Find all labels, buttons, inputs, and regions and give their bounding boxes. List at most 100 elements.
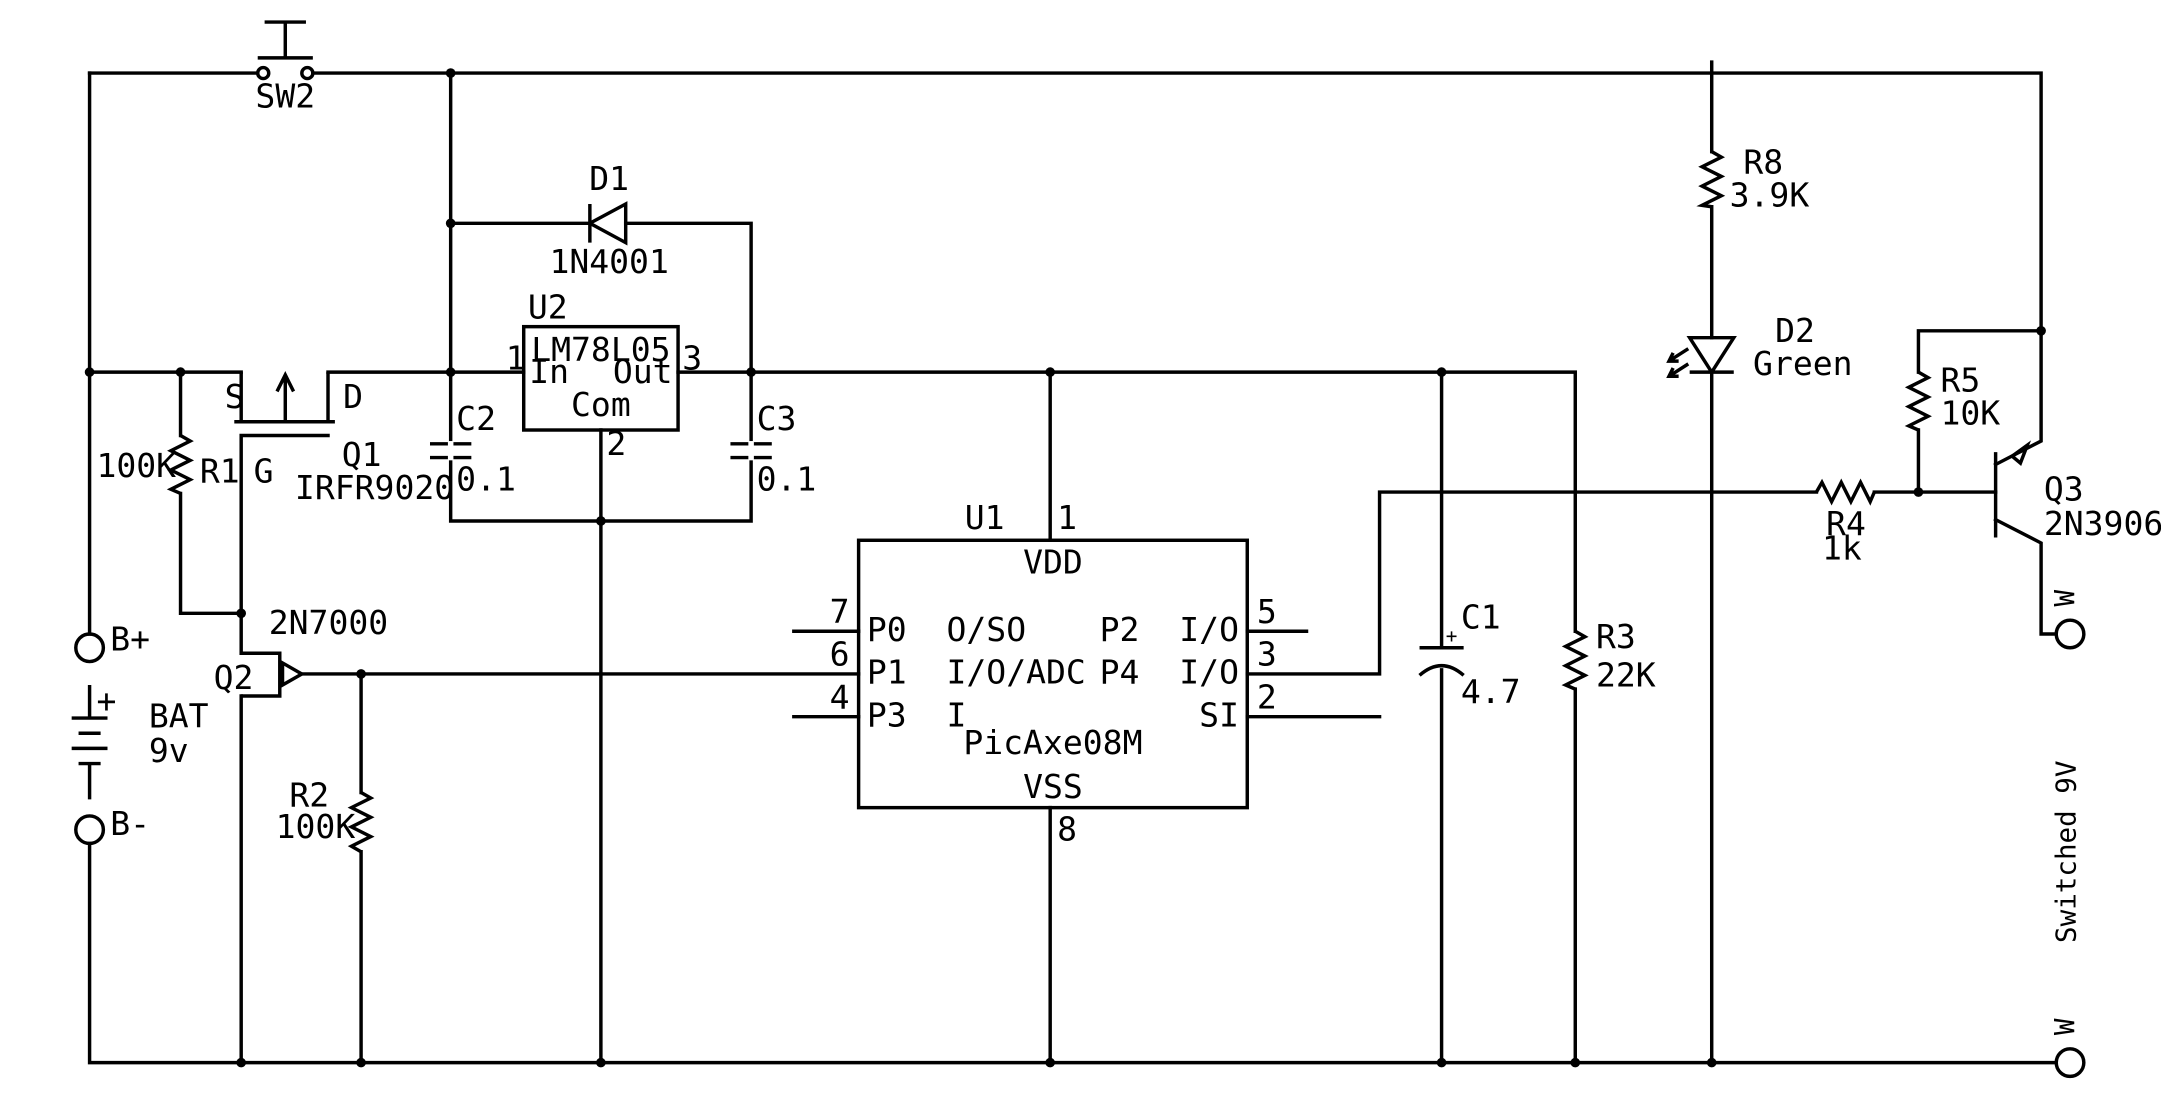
u1-part: PicAxe08M (963, 723, 1142, 762)
u2-body (521, 324, 680, 432)
u1-pin1: 1 (1057, 498, 1077, 537)
bminus-label: B- (110, 804, 150, 843)
r8-ref: R8 (1743, 143, 1783, 182)
q3-ref: Q3 (2044, 469, 2084, 508)
r5-ref: R5 (1940, 360, 1980, 399)
junction-dot (356, 669, 366, 679)
wire-vout (676, 370, 1577, 1065)
battery-cells (71, 684, 108, 800)
q1-d-label: D (343, 377, 363, 416)
junction-dots (84, 68, 2046, 1068)
q2-gate (280, 659, 306, 688)
d2-ref: D2 (1775, 311, 1815, 350)
u1-pin-label: P1 I/O/ADC (867, 653, 1086, 692)
q1-g-label: G (254, 451, 274, 490)
u2-pin-out-label: Out (613, 352, 673, 391)
battery: B+ B- + BAT 9v (71, 620, 209, 846)
bplus-label: B+ (110, 620, 150, 659)
r5-value: 10K (1940, 394, 2000, 433)
c1-plate-curved (1418, 663, 1465, 677)
u1-pin-num: 7 (830, 592, 850, 631)
u2-pin-in-label: In (529, 352, 569, 391)
r1-value: 100K (96, 446, 176, 485)
bminus-terminal (74, 814, 106, 846)
q1-arrow (275, 371, 296, 422)
u2-regulator: U2 LM78L05 In Out Com 1 3 2 (506, 287, 702, 462)
u1-pin-label: SI (1199, 695, 1239, 734)
c3-capacitor: C3 0.1 (730, 399, 816, 499)
u1-pin-num: 3 (1257, 635, 1277, 674)
wire-u1-pins (792, 629, 1382, 719)
sw2-actuator (257, 20, 313, 60)
u2-pin1: 1 (506, 338, 526, 377)
junction-dot (1706, 1057, 1717, 1068)
bplus-terminal (74, 632, 106, 664)
output-terminals: W W Switched 9V (2049, 589, 2086, 1079)
r1-zigzag (166, 434, 195, 495)
junction-dot (746, 367, 756, 377)
r3-zigzag (1561, 629, 1589, 691)
r4-zigzag (1814, 478, 1876, 506)
d2-led: D2 Green (1666, 311, 1853, 383)
r3-value: 22K (1596, 655, 1656, 694)
junction-dot (236, 608, 247, 619)
q1-s-label: S (225, 377, 245, 416)
output-terminal-top (2054, 618, 2086, 650)
c2-value: 0.1 (456, 460, 516, 499)
u2-ref: U2 (528, 287, 568, 326)
q2-value: 2N7000 (269, 603, 388, 642)
junction-dot (2036, 325, 2046, 336)
d1-ref: D1 (589, 159, 629, 198)
c1-capacitor: + C1 4.7 (1418, 597, 1521, 711)
wires (87, 60, 2058, 1065)
u1-vss: VSS (1023, 767, 1083, 806)
q2-mosfet: 2N7000 Q2 (214, 603, 388, 698)
r1-ref: R1 (200, 451, 240, 490)
output-terminal-top-label: W (2049, 589, 2081, 606)
q1-mosfet: S D G Q1 IRFR9020 (225, 371, 454, 507)
sw2-pushbutton: SW2 (255, 20, 315, 116)
sw2-contact (255, 65, 271, 81)
u2-pin2: 2 (606, 424, 626, 463)
r2-ref: R2 (289, 775, 329, 814)
u1-pin-num: 6 (830, 635, 850, 674)
junction-dot (1436, 367, 1447, 377)
c3-value: 0.1 (757, 460, 817, 499)
u1-pin-label: P4 I/O (1100, 653, 1239, 692)
output-label: Switched 9V (2051, 761, 2083, 943)
c1-value: 4.7 (1461, 672, 1521, 711)
sw2-ref: SW2 (255, 77, 315, 116)
r1-resistor: 100K R1 (96, 434, 240, 495)
junction-dot (445, 218, 456, 229)
junction-dot (84, 367, 95, 377)
u1-pin-num: 5 (1257, 592, 1277, 631)
u2-pin-com-label: Com (571, 385, 631, 424)
u1-picaxe: U1 1 VDD PicAxe08M VSS 8 7 P0 O/SO 6 P1 … (830, 498, 1277, 848)
wire-r1 (178, 370, 243, 616)
output-terminal-bottom (2054, 1047, 2086, 1079)
d1-value: 1N4001 (549, 242, 668, 281)
r3-ref: R3 (1596, 617, 1636, 656)
r3-resistor: R3 22K (1561, 617, 1656, 694)
d1-symbol (586, 201, 628, 246)
q3-emitter-arrow (2009, 440, 2032, 466)
u1-pin-label: P3 I (867, 695, 967, 734)
d2-symbol (1686, 335, 1737, 376)
r8-resistor: R8 3.9K (1696, 143, 1809, 215)
wire-bottom-rail (87, 841, 2058, 1065)
junction-dot (1570, 1057, 1581, 1068)
wire-top-rail (87, 71, 2043, 333)
u2-part: LM78L05 (531, 330, 670, 369)
d1-diode: D1 1N4001 (549, 159, 668, 281)
u1-pin-label: P0 O/SO (867, 610, 1026, 649)
junction-dot (596, 516, 606, 526)
junction-dot (1045, 367, 1056, 377)
sw2-contact (300, 65, 315, 81)
wire-p4 (1245, 490, 1998, 676)
r4-value: 1k (1822, 529, 1862, 568)
junction-dot (1913, 487, 1924, 497)
q1-value: IRFR9020 (295, 468, 454, 507)
u1-pin-label: P2 I/O (1100, 610, 1239, 649)
d2-value: Green (1753, 344, 1853, 383)
